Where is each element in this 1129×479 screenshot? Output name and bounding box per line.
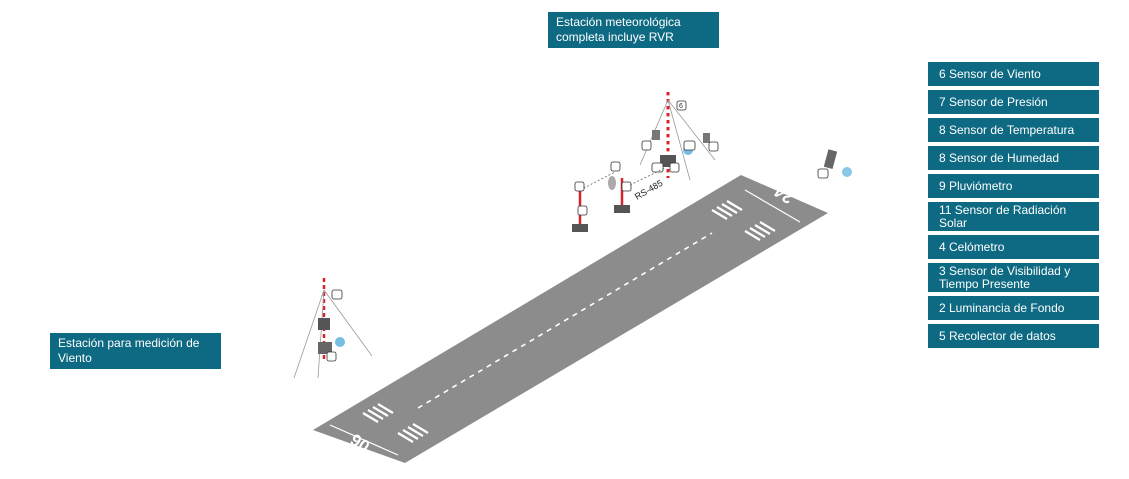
marker-6 (331, 289, 343, 300)
runway-surface (313, 175, 828, 463)
legend-item-solar-radiation-sensor: 11 Sensor de Radiación Solar (928, 202, 1099, 231)
ceilometer-base (614, 205, 630, 213)
weather-station-callout: Estación meteorológica completa incluye … (548, 12, 719, 48)
legend-item-temperature-sensor: 8 Sensor de Temperatura (928, 118, 1099, 142)
marker-8 (817, 168, 829, 179)
guy-wire (667, 99, 716, 161)
legend-item-background-luminance: 2 Luminancia de Fondo (928, 296, 1099, 320)
sensor-base (572, 224, 588, 232)
runway-centerline (417, 232, 713, 409)
sensor-legend: 6 Sensor de Viento 7 Sensor de Presión 8… (928, 62, 1099, 352)
legend-item-wind-sensor: 6 Sensor de Viento (928, 62, 1099, 86)
legend-item-ceilometer: 4 Celómetro (928, 235, 1099, 259)
wind-logger-box (318, 318, 330, 330)
guy-wire (293, 289, 325, 379)
cable (579, 171, 616, 191)
legend-item-visibility-sensor: 3 Sensor de Visibilidad y Tiempo Present… (928, 263, 1099, 292)
rs485-cable (629, 167, 666, 186)
main-weather-station: 6 (639, 92, 719, 181)
visibility-sensors: RS-485 (572, 161, 666, 232)
legend-item-data-collector: 5 Recolector de datos (928, 324, 1099, 348)
marker-5 (326, 351, 337, 362)
runway-edge-24 (744, 189, 801, 223)
wireless-signal-icon (842, 167, 852, 177)
runway: 24 06 (313, 175, 828, 463)
luminance-sensor-body (823, 149, 838, 169)
luminance-sensor (817, 149, 852, 179)
legend-item-rain-gauge: 9 Pluviómetro (928, 174, 1099, 198)
sensor-box (703, 133, 710, 143)
wireless-signal-icon (335, 337, 345, 347)
marker-3 (610, 161, 621, 172)
weather-station-callout-text: Estación meteorológica completa incluye … (556, 15, 681, 44)
marker-2 (577, 205, 588, 216)
marker-6 (676, 100, 687, 111)
visibility-sensor-head (608, 176, 616, 190)
marker-1 (574, 181, 585, 192)
threshold-markings-06 (362, 403, 429, 443)
runway-edge-06 (329, 424, 399, 456)
marker-4 (621, 181, 632, 192)
sensor-box (652, 130, 660, 140)
wind-station (293, 278, 373, 379)
wind-station-callout-text: Estación para medición de Viento (58, 336, 200, 365)
svg-text:6: 6 (679, 103, 683, 110)
guy-wire (323, 289, 373, 357)
wind-collector-box (318, 342, 332, 354)
threshold-markings-24 (711, 200, 776, 241)
legend-item-pressure-sensor: 7 Sensor de Presión (928, 90, 1099, 114)
wind-station-callout: Estación para medición de Viento (50, 333, 221, 369)
guy-wire (667, 99, 691, 181)
guy-wire (317, 289, 325, 379)
legend-item-humidity-sensor: 8 Sensor de Humedad (928, 146, 1099, 170)
